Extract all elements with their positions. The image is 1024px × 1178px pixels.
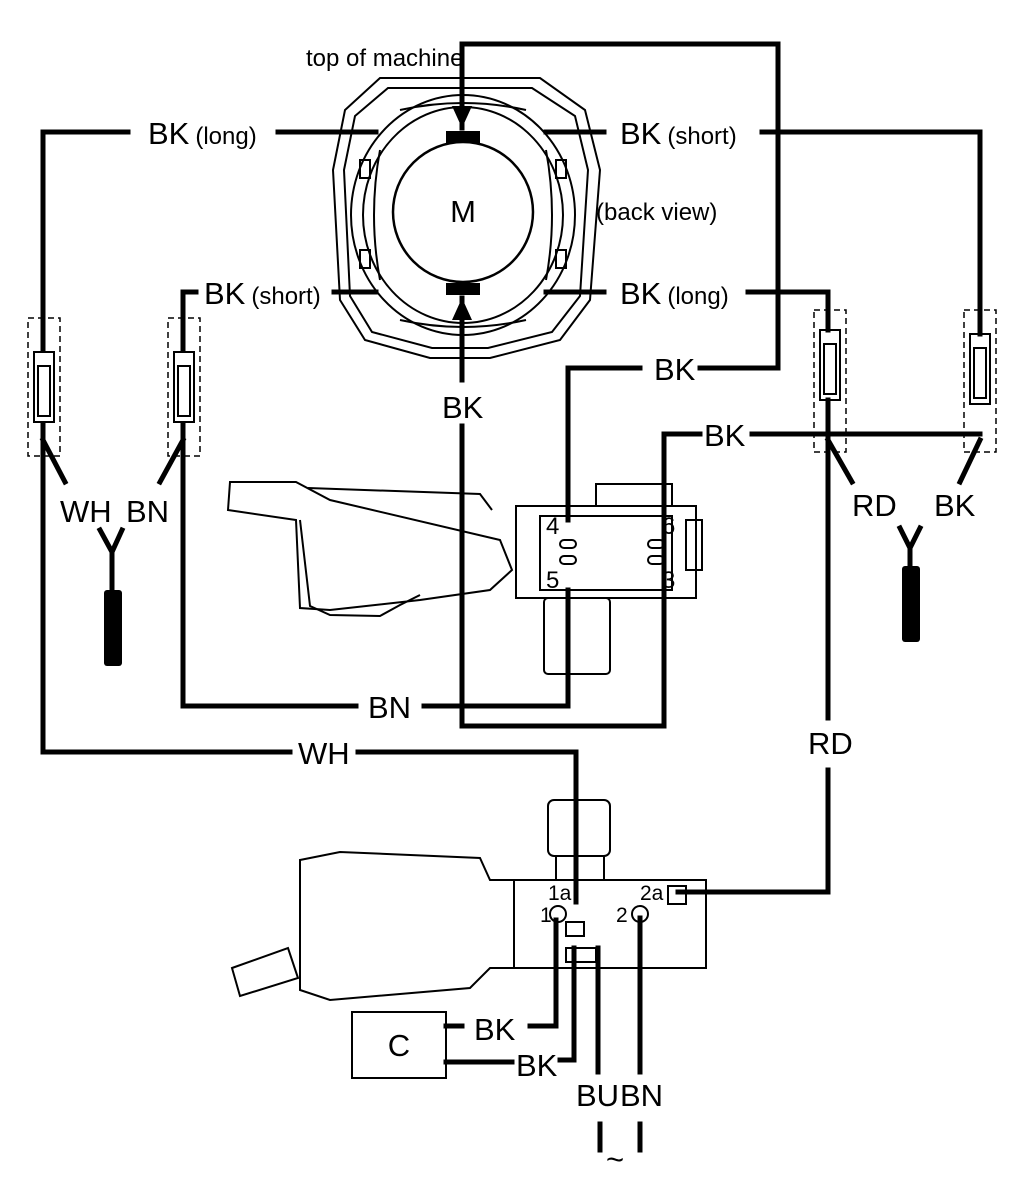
motor-brush-bottom xyxy=(446,283,480,295)
wire-wh-lower: WH xyxy=(298,736,350,771)
terminal-1: 1 xyxy=(540,904,552,927)
wire-bu-supply: BU xyxy=(576,1078,619,1113)
wire-rd-lower: RD xyxy=(808,726,853,761)
connector-4 xyxy=(963,309,997,453)
terminal-4: 4 xyxy=(546,513,559,540)
connector-1 xyxy=(27,317,61,457)
plug-left xyxy=(104,590,122,666)
reversing-switch xyxy=(226,481,703,675)
terminal-3: 3 xyxy=(662,567,675,594)
motor-label: M xyxy=(450,194,476,229)
wire-bn-connector: BN xyxy=(126,494,169,529)
terminal-2a: 2a xyxy=(640,882,664,905)
arrow-top xyxy=(452,106,472,128)
top-of-machine-label: top of machine xyxy=(306,45,463,72)
wire-bn-supply: BN xyxy=(620,1078,663,1113)
arrow-bottom xyxy=(452,298,472,320)
wire-bk-mid-right: BK xyxy=(704,418,746,453)
connector-3 xyxy=(813,309,847,453)
terminal-5: 5 xyxy=(546,567,559,594)
wire-rd-connector: RD xyxy=(852,488,897,523)
wire-bk-connector: BK xyxy=(934,488,976,523)
wire-bk-center: BK xyxy=(442,390,484,425)
plug-right xyxy=(902,566,920,642)
terminal-1a: 1a xyxy=(548,882,572,905)
wire-bk-upper-right: BK xyxy=(654,352,696,387)
wire-bn-lower: BN xyxy=(368,690,411,725)
ac-symbol: ~ xyxy=(606,1142,624,1177)
wire-bk-long-bottom-right: BK(long) xyxy=(620,276,729,311)
capacitor-label: C xyxy=(388,1028,410,1063)
capacitor xyxy=(351,1011,447,1079)
main-switch xyxy=(230,799,707,1002)
terminal-2: 2 xyxy=(616,904,628,927)
wire-bk-short-top-right: BK(short) xyxy=(620,116,737,151)
motor-brush-top xyxy=(446,131,480,143)
wire-bk-capacitor-1: BK xyxy=(474,1012,516,1047)
wires xyxy=(39,41,984,1153)
connector-2 xyxy=(167,317,201,457)
wire-bk-short-bottom-left: BK(short) xyxy=(204,276,321,311)
wire-bk-capacitor-2: BK xyxy=(516,1048,558,1083)
wire-bk-long-top-left: BK(long) xyxy=(148,116,257,151)
wire-wh-connector: WH xyxy=(60,494,112,529)
back-view-label: (back view) xyxy=(596,199,717,226)
terminal-6: 6 xyxy=(662,513,675,540)
